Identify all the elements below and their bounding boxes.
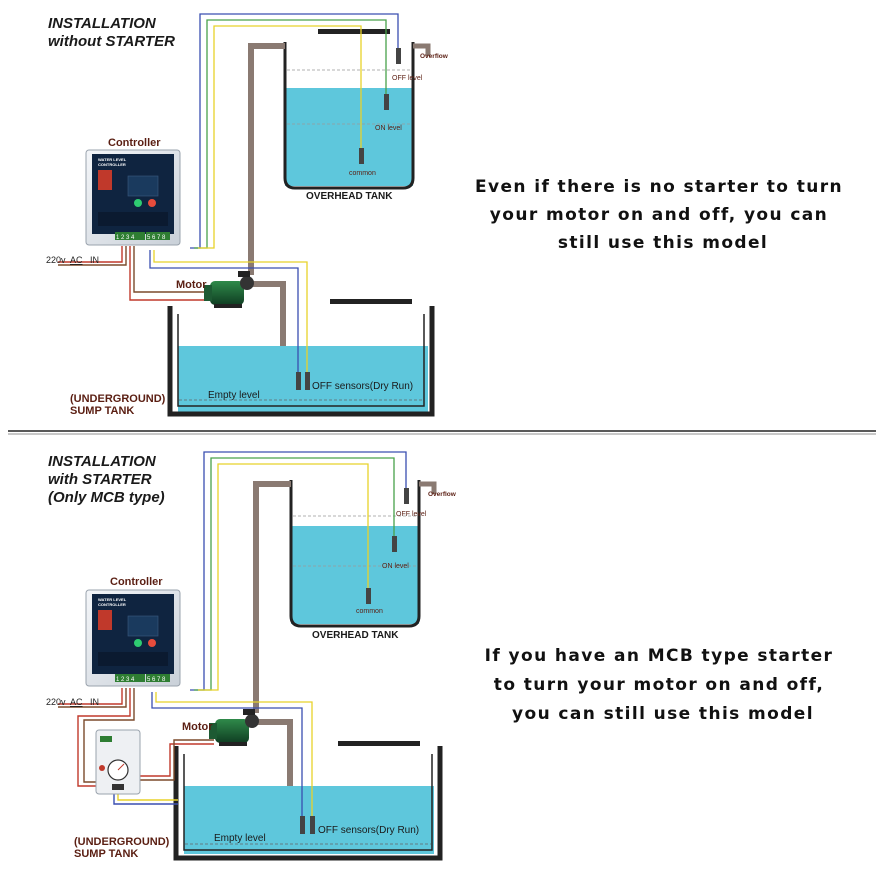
bottom-sump-label-line2: SUMP TANK (74, 848, 138, 860)
bottom-sump-tank (173, 741, 443, 861)
sump-water (178, 346, 428, 412)
common-sensor (359, 148, 364, 164)
top-controller-heading2: CONTROLLER (98, 162, 126, 167)
sump-wall-outer (167, 306, 435, 417)
dry-run-sensor-1 (296, 372, 301, 390)
mcb-starter (95, 729, 141, 795)
sump-lid (338, 741, 420, 746)
top-ac-in: IN (90, 255, 99, 265)
top-delivery-pipe (248, 43, 285, 275)
bottom-caption-line2: to turn your motor on and off, (494, 675, 824, 695)
top-caption-line2: your motor on and off, you can (490, 205, 828, 225)
bottom-caption-line3: you can still use this model (512, 704, 814, 724)
sump-wall-outer (173, 746, 443, 861)
terminal-block-left (115, 232, 145, 240)
bottom-off-level-label: OFF level (396, 511, 427, 518)
top-controller (85, 149, 181, 246)
controller-indicator (98, 170, 112, 190)
top-overflow-label: Overflow (420, 53, 449, 60)
bottom-controller-label: Controller (110, 576, 163, 588)
bottom-motor (209, 709, 259, 746)
top-title-line2: without STARTER (48, 33, 175, 50)
top-section: INSTALLATION without STARTER OFF level O… (46, 13, 843, 417)
bottom-on-level-label: ON level (382, 563, 409, 570)
starter-red-button (99, 765, 105, 771)
top-motor (204, 271, 254, 308)
bottom-ac-label: AC (70, 697, 83, 707)
bottom-overhead-tank-label: OVERHEAD TANK (312, 630, 399, 641)
top-controller-heading1: WATER LEVEL (98, 157, 127, 162)
top-on-level-label: ON level (375, 125, 402, 132)
dry-run-sensor-1 (300, 816, 305, 834)
terminal-block-right (146, 232, 170, 240)
sump-lid (330, 299, 412, 304)
top-title-line1: INSTALLATION (48, 15, 157, 32)
bottom-caption-line1: If you have an MCB type starter (485, 646, 834, 666)
bottom-delivery-pipe (253, 481, 291, 713)
bottom-terminals-right: 5 6 7 8 (147, 677, 166, 683)
top-terminals-right: 5 6 7 8 (147, 235, 166, 241)
bottom-controller-heading1: WATER LEVEL (98, 597, 127, 602)
bottom-ac-prefix: 220v (46, 697, 66, 707)
overflow-pipe (413, 43, 431, 56)
bottom-sump-wires (151, 692, 313, 816)
overhead-tank-wall (289, 480, 421, 628)
bottom-sump-label-line1: (UNDERGROUND) (74, 836, 170, 848)
overhead-lid (318, 29, 390, 34)
dry-run-sensor-2 (305, 372, 310, 390)
bottom-power-wires (58, 688, 214, 805)
top-overhead-tank (283, 29, 431, 190)
on-level-sensor (384, 94, 389, 110)
top-ac-prefix: 220v (46, 255, 66, 265)
top-overhead-tank-label: OVERHEAD TANK (306, 191, 393, 202)
top-terminals-left: 1 2 3 4 (116, 235, 135, 241)
top-sensor-wires (190, 13, 399, 249)
top-common-label: common (349, 170, 376, 177)
bottom-ac-in: IN (90, 697, 99, 707)
bottom-motor-label: Motor (182, 721, 213, 733)
bottom-title-line3: (Only MCB type) (48, 489, 165, 506)
bottom-common-label: common (356, 608, 383, 615)
bottom-title-line2: with STARTER (48, 471, 152, 488)
controller-red-button (148, 199, 156, 207)
top-off-sensors-label: OFF sensors(Dry Run) (312, 381, 413, 392)
off-level-sensor (396, 48, 401, 64)
bottom-title-line1: INSTALLATION (48, 453, 157, 470)
top-sump-tank (167, 299, 435, 417)
dry-run-sensor-2 (310, 816, 315, 834)
top-controller-label: Controller (108, 137, 161, 149)
bottom-controller (85, 589, 181, 687)
bottom-sensor-wires (190, 451, 407, 691)
bottom-empty-level-label: Empty level (214, 833, 266, 844)
overhead-tank-wall (283, 42, 415, 190)
top-sump-label-line1: (UNDERGROUND) (70, 393, 166, 405)
sump-wall-inner (183, 754, 433, 851)
top-sump-label-line2: SUMP TANK (70, 405, 134, 417)
overflow-pipe (419, 481, 437, 494)
on-level-sensor (392, 536, 397, 552)
overhead-water (285, 88, 413, 186)
top-off-level-label: OFF level (392, 75, 423, 82)
bottom-off-sensors-label: OFF sensors(Dry Run) (318, 825, 419, 836)
bottom-controller-heading2: CONTROLLER (98, 602, 126, 607)
top-empty-level-label: Empty level (208, 390, 260, 401)
top-caption-line1: Even if there is no starter to turn (475, 177, 843, 197)
bottom-overflow-label: Overflow (428, 491, 457, 498)
top-ac-label: AC (70, 255, 83, 265)
common-sensor (366, 588, 371, 604)
bottom-overhead-tank (289, 480, 437, 628)
off-level-sensor (404, 488, 409, 504)
sump-wall-inner (177, 314, 425, 407)
bottom-terminals-left: 1 2 3 4 (116, 677, 135, 683)
controller-green-button (134, 199, 142, 207)
top-sump-wires (149, 250, 308, 372)
top-caption-line3: still use this model (558, 233, 768, 253)
top-power-wires (58, 246, 210, 301)
bottom-section: INSTALLATION with STARTER (Only MCB type… (46, 451, 834, 861)
top-motor-label: Motor (176, 279, 207, 291)
